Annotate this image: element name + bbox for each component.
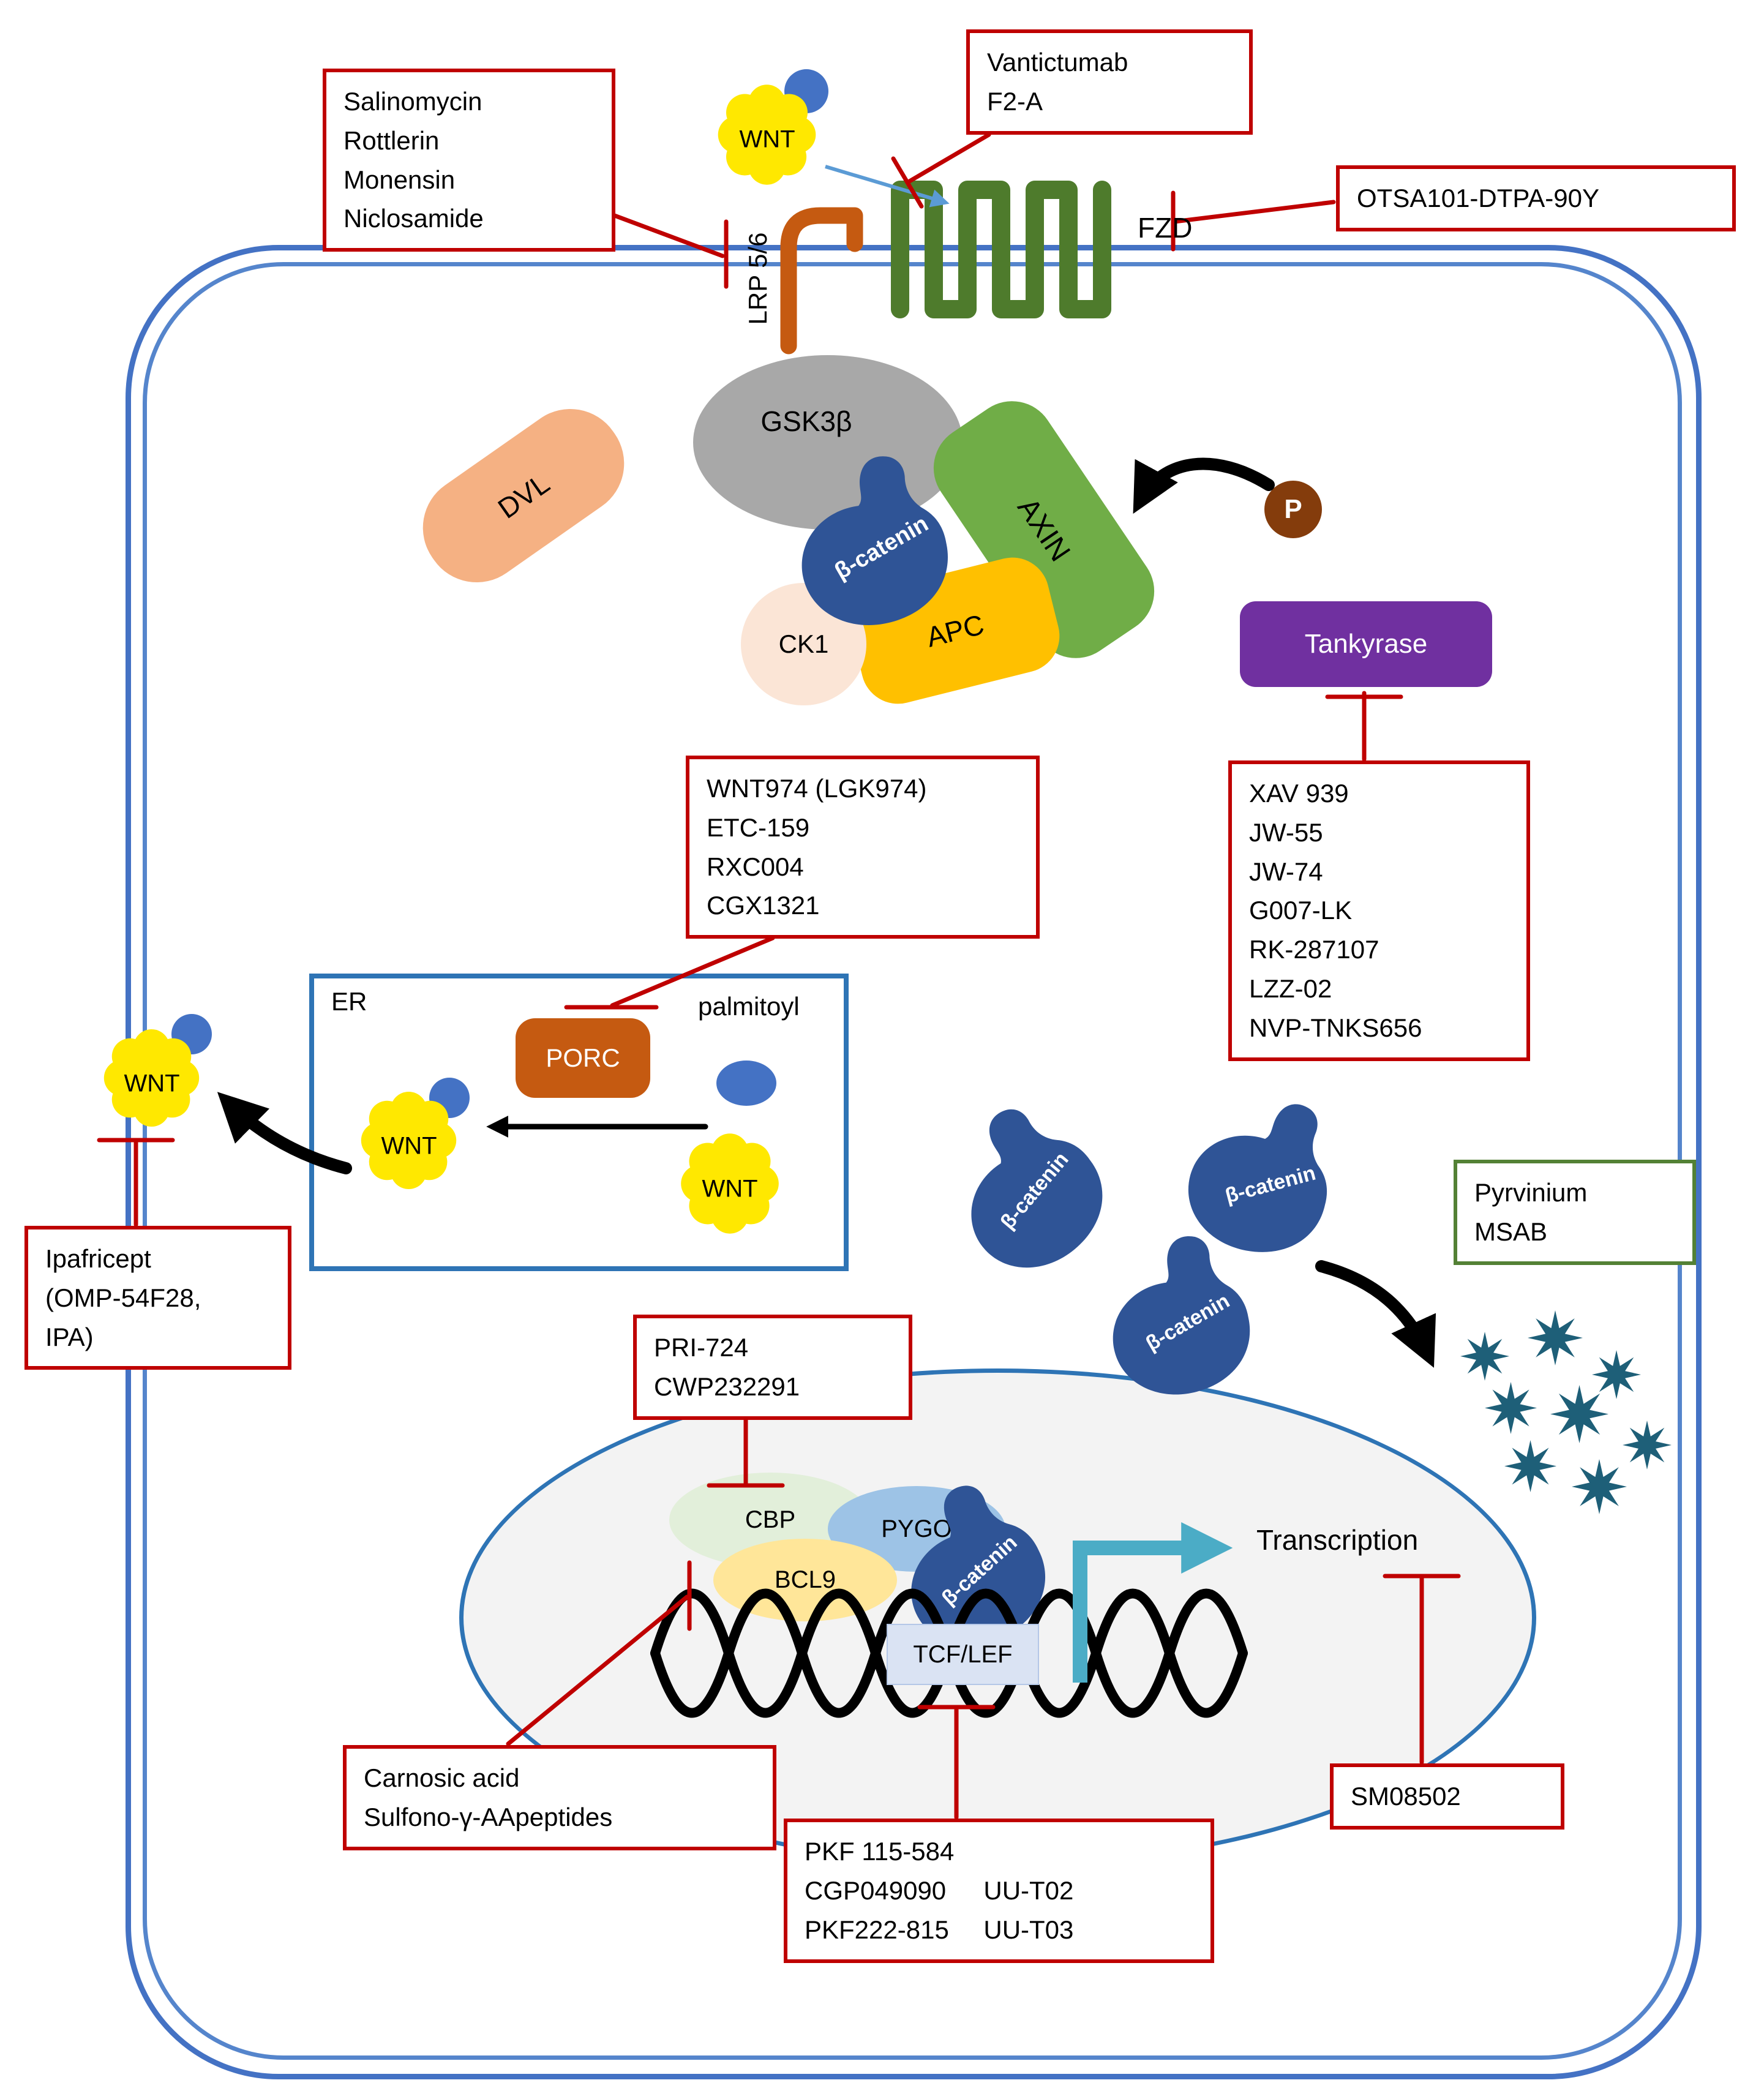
wnt-ligand-inhibitors-box: Ipafricept (OMP-54F28, IPA) (24, 1226, 291, 1370)
lrp-inhibitors-box: Salinomycin Rottlerin Monensin Niclosami… (323, 69, 615, 252)
inhibitor-line: Vantictumab (987, 48, 1128, 77)
wnt-fzd-inhibitors-box: Vantictumab F2-A (966, 29, 1253, 135)
wnt-label-secreted: WNT (124, 1070, 180, 1097)
palmitoyl-droplet (716, 1061, 776, 1106)
ck1-protein: CK1 (741, 583, 866, 705)
transcription-label: Transcription (1256, 1524, 1419, 1556)
palmitoyl-label: palmitoyl (698, 992, 800, 1021)
inhibitor-line: IPA) (45, 1322, 94, 1351)
phosphate-badge: P (1264, 481, 1322, 538)
er-label: ER (331, 987, 367, 1016)
bcl9-protein: BCL9 (713, 1539, 897, 1621)
bcl9-inhibitors-box: Carnosic acid Sulfono-γ-AApeptides (343, 1745, 776, 1850)
porc-inhibitors-box: WNT974 (LGK974) ETC-159 RXC004 CGX1321 (686, 756, 1040, 939)
dvl-label: DVL (492, 467, 555, 525)
inhibitor-line: Pyrvinium (1474, 1178, 1588, 1207)
pygo-label: PYGO (881, 1515, 952, 1542)
inhibitor-line: WNT974 (LGK974) (707, 774, 927, 803)
wnt-label-top: WNT (739, 126, 795, 153)
inhibitor-line: JW-74 (1249, 857, 1323, 886)
inhibitor-line: RXC004 (707, 852, 804, 881)
inhibitor-line: RK-287107 (1249, 935, 1379, 964)
inhibitor-line: Niclosamide (343, 204, 484, 233)
porc-label: PORC (546, 1043, 620, 1072)
tankyrase-inhibitors-box: XAV 939 JW-55 JW-74 G007-LK RK-287107 LZ… (1228, 760, 1530, 1061)
tcf-lef-label: TCF/LEF (913, 1640, 1013, 1668)
tcf-inhibitors-box: PKF 115-584 CGP049090 PKF222-815 UU-T02 … (784, 1819, 1214, 1963)
wnt-label-er-bottom: WNT (702, 1175, 758, 1203)
phosphate-label: P (1284, 494, 1302, 524)
inhibitor-line: CGP049090 (805, 1875, 947, 1905)
inhibitor-line: UU-T03 (983, 1915, 1074, 1944)
inhibitor-line: PKF222-815 (805, 1915, 949, 1944)
tcf-inhibitors-left-column: PKF 115-584 CGP049090 PKF222-815 (805, 1832, 954, 1950)
inhibitor-line: OTSA101-DTPA-90Y (1357, 184, 1600, 212)
ck1-label: CK1 (778, 629, 829, 658)
wnt-binding-arrow (825, 165, 950, 208)
inhibitor-line: Monensin (343, 165, 456, 194)
inhibitor-line: Sulfono-γ-AApeptides (364, 1802, 613, 1831)
bcl9-label: BCL9 (774, 1566, 836, 1593)
wnt-signal-dot-er (429, 1078, 470, 1118)
inhibitor-line: PRI-724 (654, 1333, 749, 1362)
inhibitor-line: JW-55 (1249, 817, 1323, 847)
inhibitor-line: LZZ-02 (1249, 974, 1332, 1004)
gsk3b-protein: GSK3β (693, 355, 963, 530)
inhibitor-line: Rottlerin (343, 126, 440, 155)
lrp-label: LRP 5/6 (743, 232, 772, 325)
inhibitor-line: Carnosic acid (364, 1763, 520, 1792)
inhibitor-line: SM08502 (1351, 1782, 1461, 1811)
inhibitor-line: F2-A (987, 86, 1043, 116)
inhibitor-line: CGX1321 (707, 891, 820, 920)
fzd-inhibition-line (1172, 200, 1336, 224)
tankyrase-label: Tankyrase (1304, 629, 1428, 659)
wnt-fzd-inhibition-line (905, 132, 991, 185)
gsk3b-label: GSK3β (760, 405, 852, 437)
inhibitor-line: PKF 115-584 (805, 1837, 955, 1866)
cbp-inhibitors-box: PRI-724 CWP232291 (633, 1315, 912, 1420)
porc-enzyme: PORC (516, 1018, 650, 1098)
inhibitor-line: NVP-TNKS656 (1249, 1013, 1422, 1042)
inhibitor-line: XAV 939 (1249, 779, 1349, 808)
tcf-inhibitors-right-column: UU-T02 UU-T03 (983, 1871, 1073, 1950)
tcf-lef-factor: TCF/LEF (887, 1624, 1039, 1685)
apc-label: APC (923, 608, 988, 653)
inhibitor-line: MSAB (1474, 1217, 1548, 1246)
fzd-label: FZD (1138, 212, 1193, 244)
inhibitor-line: Salinomycin (343, 87, 482, 116)
inhibitor-line: (OMP-54F28, (45, 1283, 201, 1312)
wnt-signal-dot-secreted (171, 1014, 212, 1054)
wnt-label-er-left: WNT (381, 1132, 437, 1160)
fzd-inhibitor-box: OTSA101-DTPA-90Y (1336, 165, 1736, 231)
axin-label: AXIN (1011, 492, 1077, 568)
inhibitor-line: G007-LK (1249, 896, 1353, 925)
inhibitor-line: UU-T02 (983, 1876, 1074, 1905)
cbp-label: CBP (745, 1506, 796, 1533)
wnt-signal-dot-top (784, 69, 828, 113)
inhibitor-line: CWP232291 (654, 1372, 800, 1401)
beta-catenin-degraders-box: Pyrvinium MSAB (1454, 1160, 1696, 1265)
inhibitor-line: Ipafricept (45, 1244, 151, 1273)
tankyrase-protein: Tankyrase (1240, 601, 1492, 687)
transcription-inhibitor-box: SM08502 (1330, 1763, 1564, 1830)
inhibitor-line: ETC-159 (707, 813, 810, 842)
